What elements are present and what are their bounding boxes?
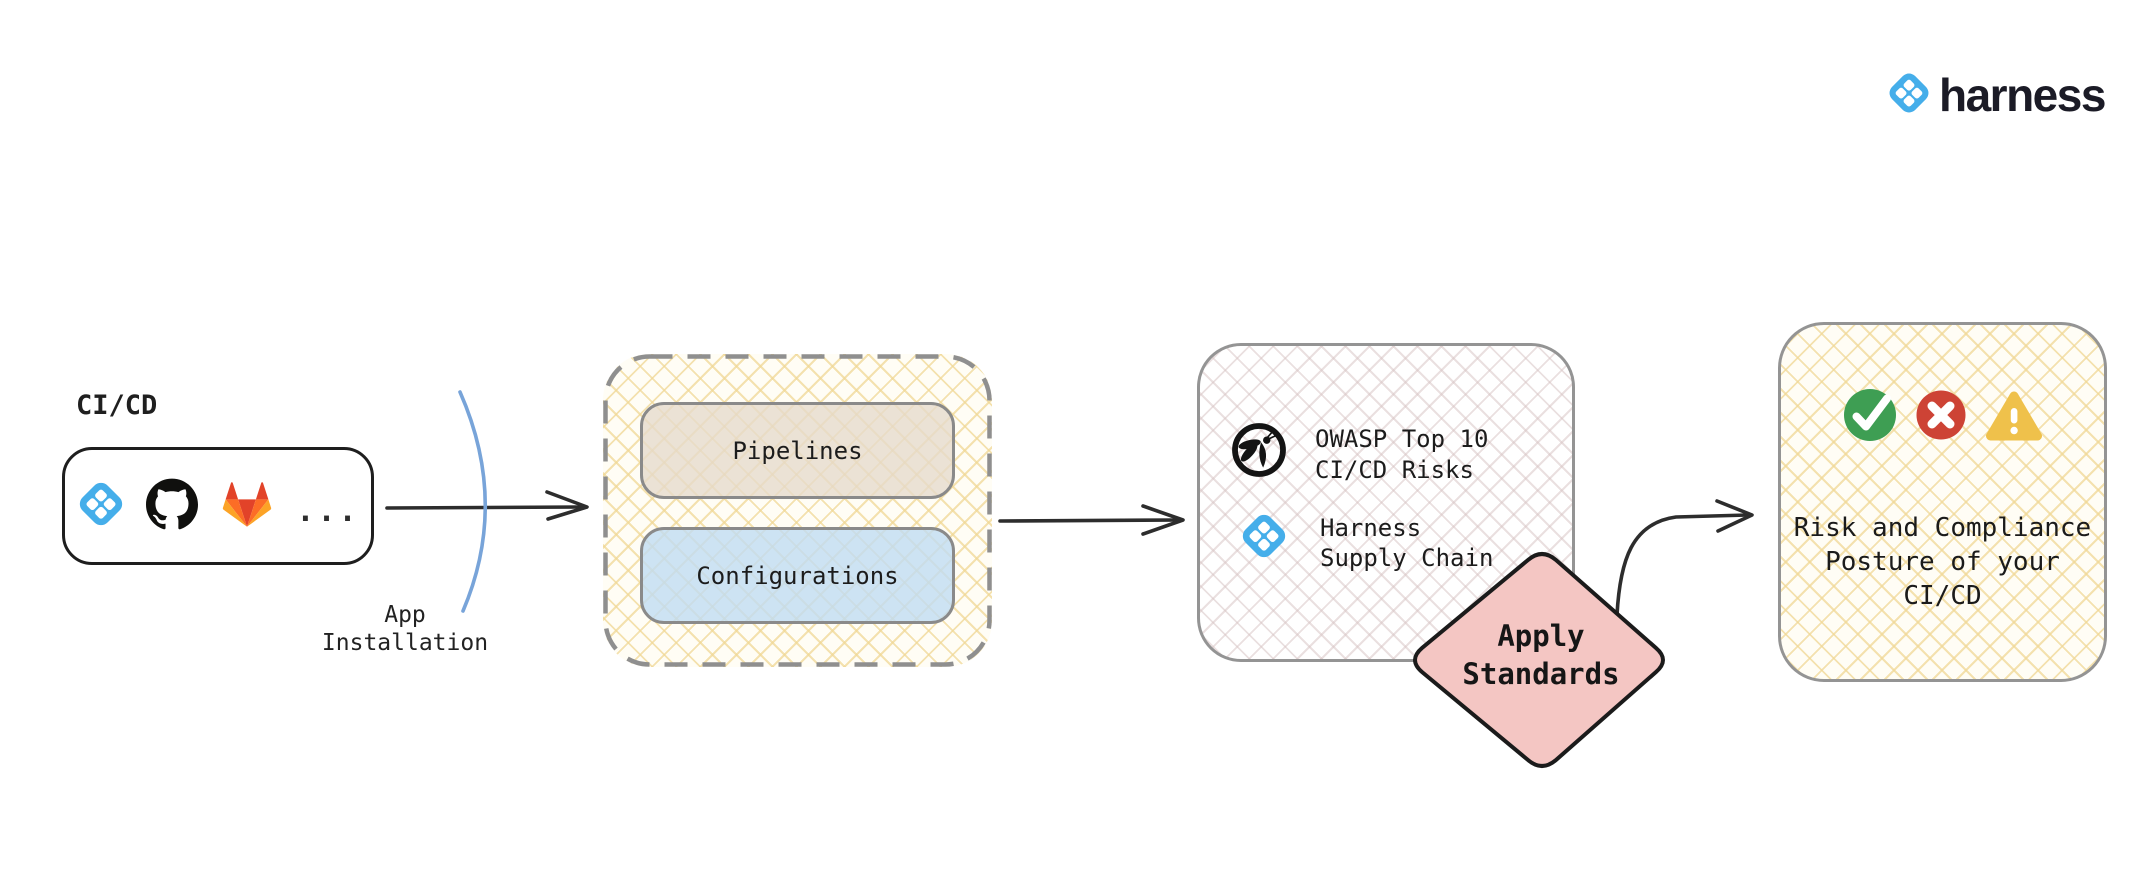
pipelines-label: Pipelines bbox=[732, 436, 863, 465]
pipelines-box: Pipelines bbox=[640, 402, 955, 499]
arrow-standards-to-result bbox=[1615, 499, 1754, 617]
harness-logo: harness bbox=[1886, 69, 2106, 121]
status-icons-row bbox=[1781, 388, 2104, 446]
result-box: Risk and Compliance Posture of your CI/C… bbox=[1778, 322, 2107, 682]
cicd-label: CI/CD bbox=[76, 390, 158, 421]
harness-icon bbox=[76, 479, 126, 533]
owasp-icon bbox=[1229, 420, 1289, 484]
harness-wordmark: harness bbox=[1939, 69, 2106, 121]
result-text: Risk and Compliance Posture of your CI/C… bbox=[1793, 513, 2092, 611]
arrow-workspace-to-standards bbox=[998, 504, 1185, 536]
workspace-box: Pipelines Configurations bbox=[603, 354, 992, 667]
app-installation-label: App Installation bbox=[321, 602, 489, 656]
gitlab-icon bbox=[218, 475, 276, 537]
cross-icon bbox=[1916, 390, 1966, 444]
configurations-label: Configurations bbox=[696, 561, 899, 590]
cicd-source-box: ... bbox=[62, 447, 374, 565]
apply-standards-label: Apply Standards bbox=[1462, 619, 1620, 691]
configurations-box: Configurations bbox=[640, 527, 955, 624]
arrow-source-to-workspace bbox=[385, 490, 589, 521]
owasp-row: OWASP Top 10 CI/CD Risks bbox=[1229, 420, 1488, 486]
harness-supply-chain-text: Harness Supply Chain bbox=[1320, 514, 1494, 572]
workspace-dashed-border bbox=[603, 354, 992, 667]
harness-supply-chain-row: Harness Supply Chain bbox=[1239, 511, 1493, 573]
github-icon bbox=[146, 478, 199, 534]
more-providers-label: ... bbox=[296, 493, 360, 529]
harness-icon bbox=[1239, 511, 1289, 565]
check-icon bbox=[1843, 388, 1897, 446]
warning-icon bbox=[1985, 389, 2043, 445]
owasp-text: OWASP Top 10 CI/CD Risks bbox=[1315, 425, 1489, 484]
app-installation-arc bbox=[458, 390, 488, 613]
harness-icon bbox=[1886, 70, 1932, 120]
standards-box: OWASP Top 10 CI/CD Risks Harness bbox=[1197, 343, 1575, 662]
